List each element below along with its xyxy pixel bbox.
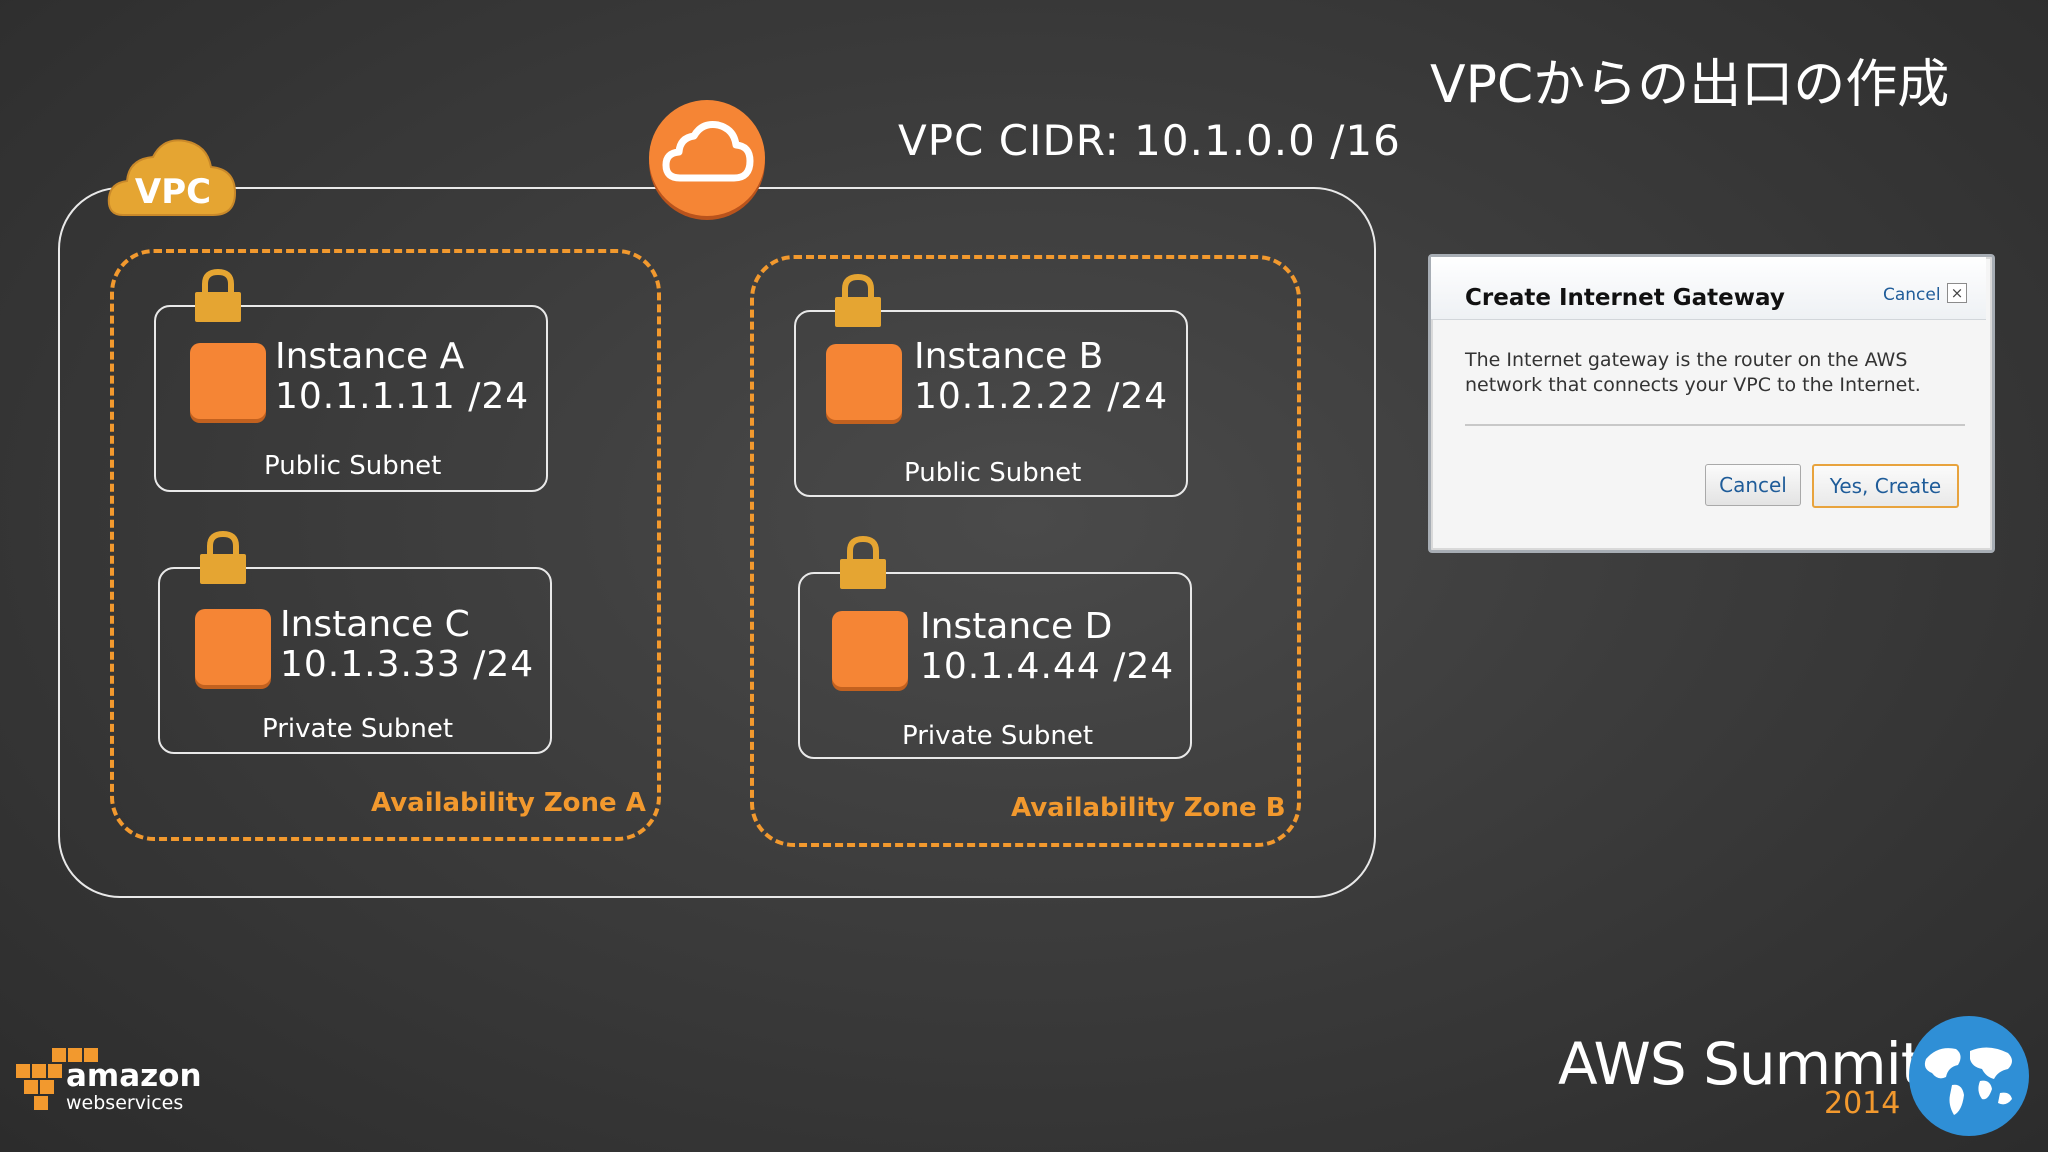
dialog-description: The Internet gateway is the router on th… xyxy=(1465,349,1921,396)
globe-icon xyxy=(1909,1016,2029,1136)
availability-zone-b-label: Availability Zone B xyxy=(1011,793,1286,823)
private-subnet-b-label: Private Subnet xyxy=(902,721,1094,751)
public-subnet-b-label: Public Subnet xyxy=(904,458,1082,488)
dialog-header xyxy=(1431,257,1986,320)
lock-icon xyxy=(835,273,881,327)
private-subnet-a xyxy=(158,567,552,754)
instance-a-name: Instance A xyxy=(275,336,465,377)
yes-create-button[interactable]: Yes, Create xyxy=(1812,464,1959,508)
availability-zone-b xyxy=(750,255,1301,847)
instance-c-ip: 10.1.3.33 /24 xyxy=(280,644,535,685)
amazon-boxes-icon xyxy=(16,1048,98,1110)
public-subnet-a xyxy=(154,305,548,492)
instance-b-ip: 10.1.2.22 /24 xyxy=(914,376,1169,417)
lock-icon xyxy=(195,268,241,322)
internet-gateway-cloud-icon[interactable] xyxy=(646,98,768,220)
dialog-title: Create Internet Gateway xyxy=(1465,285,1785,311)
amazon-wordmark: amazon xyxy=(66,1058,202,1094)
vpc-badge-label: VPC xyxy=(135,172,211,212)
instance-d-name: Instance D xyxy=(920,606,1113,647)
public-subnet-a-label: Public Subnet xyxy=(264,451,442,481)
lock-icon xyxy=(840,535,886,589)
instance-d-icon[interactable] xyxy=(832,611,908,687)
cancel-button[interactable]: Cancel xyxy=(1705,464,1801,506)
close-icon[interactable]: × xyxy=(1947,283,1967,303)
instance-a-ip: 10.1.1.11 /24 xyxy=(275,376,530,417)
instance-b-name: Instance B xyxy=(914,336,1104,377)
public-subnet-b xyxy=(794,310,1188,497)
vpc-cloud-badge-icon: VPC xyxy=(107,139,237,216)
summit-year: 2014 xyxy=(1824,1086,1901,1121)
lock-icon xyxy=(200,530,246,584)
instance-a-icon[interactable] xyxy=(190,343,266,419)
private-subnet-b xyxy=(798,572,1192,759)
create-internet-gateway-dialog: Create Internet Gateway Cancel × The Int… xyxy=(1428,254,1995,553)
instance-c-name: Instance C xyxy=(280,604,470,645)
vpc-cidr-label: VPC CIDR: 10.1.0.0 /16 xyxy=(898,116,1401,165)
instance-b-icon[interactable] xyxy=(826,344,902,420)
availability-zone-a-label: Availability Zone A xyxy=(371,788,646,818)
slide-title: VPCからの出口の作成 xyxy=(1430,55,1950,115)
instance-d-ip: 10.1.4.44 /24 xyxy=(920,646,1175,687)
availability-zone-a xyxy=(110,249,661,841)
instance-c-icon[interactable] xyxy=(195,609,271,685)
dialog-cancel-link[interactable]: Cancel xyxy=(1883,285,1941,305)
webservices-wordmark: webservices xyxy=(66,1092,184,1114)
private-subnet-a-label: Private Subnet xyxy=(262,714,454,744)
aws-summits-wordmark: AWS Summits xyxy=(1558,1030,1953,1098)
dialog-divider xyxy=(1465,424,1965,426)
